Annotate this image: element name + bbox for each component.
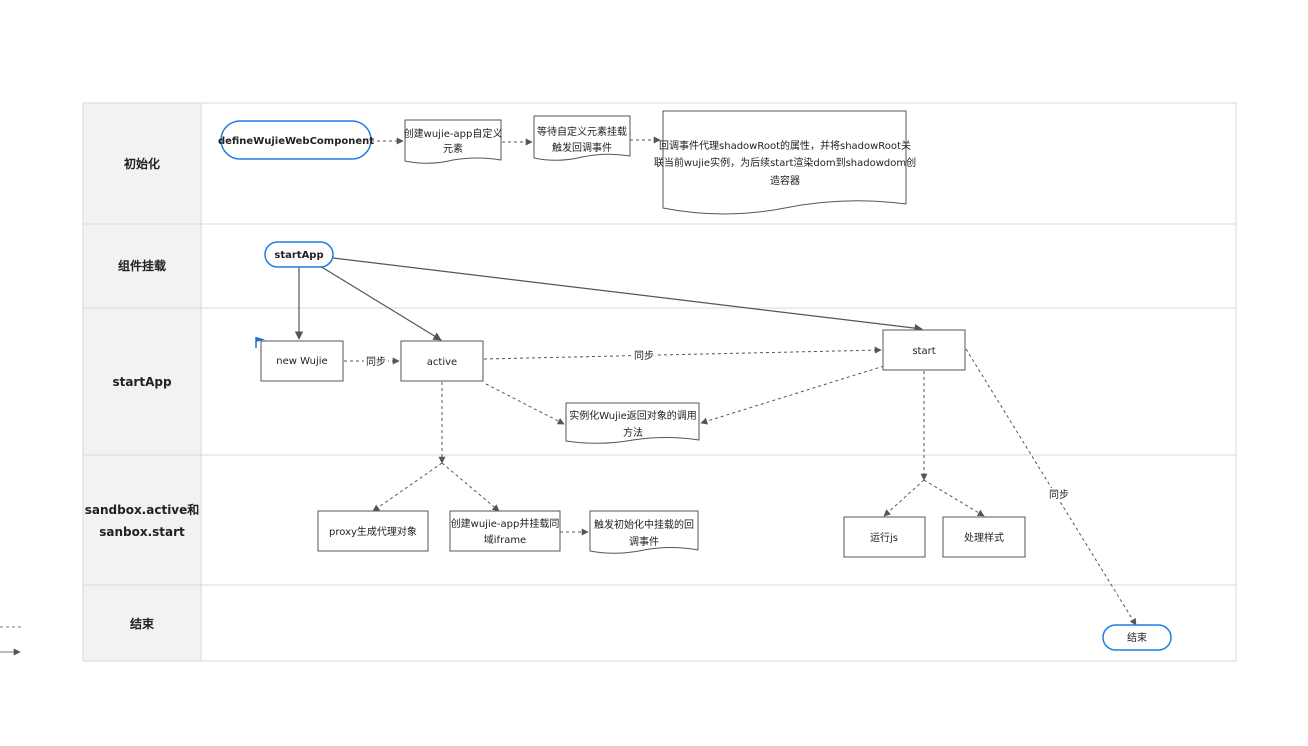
node-new-wujie[interactable]: new Wujie: [255, 337, 344, 382]
node-start-label: start: [912, 346, 935, 357]
node-run-js[interactable]: 运行js: [843, 516, 926, 558]
node-process-styles[interactable]: 处理样式: [942, 516, 1026, 558]
swimlane-grid: [82, 102, 1237, 662]
node-iframe-line2: 域iframe: [484, 533, 526, 546]
node-iframe-line1: 创建wujie-app并挂载同: [451, 517, 560, 530]
node-create-iframe[interactable]: 创建wujie-app并挂载同 域iframe: [449, 510, 561, 552]
lane-title-end: 结束: [130, 616, 155, 631]
legend-fragment: [0, 626, 22, 656]
lane-title-init: 初始化: [124, 156, 160, 171]
node-instance-line1: 实例化Wujie返回对象的调用: [569, 409, 697, 422]
node-startapp[interactable]: startApp: [264, 241, 334, 268]
node-trigger-line2: 调事件: [629, 535, 659, 548]
node-end-label: 结束: [1127, 631, 1147, 644]
node-define-wujie-web-component[interactable]: defineWujieWebComponent: [218, 120, 374, 160]
node-active-label: active: [427, 357, 457, 368]
node-startapp-label: startApp: [274, 250, 323, 261]
lane-title-sandbox-line2: sanbox.start: [99, 525, 185, 539]
flag-icon: [255, 337, 265, 348]
node-create-el-line1: 创建wujie-app自定义: [404, 127, 503, 140]
node-instance-line2: 方法: [623, 426, 643, 439]
node-define-label: defineWujieWebComponent: [218, 136, 374, 147]
node-callback-shadowroot[interactable]: 回调事件代理shadowRoot的属性，并将shadowRoot关 联当前wuj…: [654, 110, 916, 215]
edge-label-sync-start-end: 同步: [1049, 489, 1069, 501]
edge-label-sync-newwujie-active: 同步: [366, 356, 386, 368]
lane-title-sandbox-line1: sandbox.active和: [85, 502, 200, 517]
lane-header-column: [83, 103, 201, 661]
node-create-custom-element[interactable]: 创建wujie-app自定义 元素: [404, 119, 503, 164]
node-wait-line1: 等待自定义元素挂载: [537, 125, 627, 138]
node-wait-line2: 触发回调事件: [552, 141, 612, 154]
node-new-wujie-label: new Wujie: [276, 356, 327, 367]
node-start[interactable]: start: [882, 329, 966, 371]
node-callback-line2: 联当前wujie实例，为后续start渲染dom到shadowdom创: [654, 156, 916, 169]
node-trigger-line1: 触发初始化中挂载的回: [594, 518, 694, 531]
node-instance-methods[interactable]: 实例化Wujie返回对象的调用 方法: [565, 402, 700, 444]
node-trigger-callback[interactable]: 触发初始化中挂载的回 调事件: [589, 510, 699, 554]
node-callback-line1: 回调事件代理shadowRoot的属性，并将shadowRoot关: [659, 139, 911, 152]
node-active[interactable]: active: [400, 340, 484, 382]
node-create-el-line2: 元素: [443, 142, 463, 155]
node-run-js-label: 运行js: [870, 531, 898, 544]
edges: [294, 136, 1137, 626]
node-proxy[interactable]: proxy生成代理对象: [317, 510, 429, 552]
edge-label-sync-active-start: 同步: [634, 350, 654, 362]
node-end[interactable]: 结束: [1102, 624, 1172, 651]
lane-title-startapp: startApp: [112, 375, 172, 389]
node-styles-label: 处理样式: [964, 531, 1004, 544]
lane-title-mount: 组件挂载: [118, 258, 166, 273]
node-wait-mount[interactable]: 等待自定义元素挂载 触发回调事件: [533, 115, 631, 161]
node-proxy-label: proxy生成代理对象: [329, 525, 417, 538]
node-callback-line3: 造容器: [770, 174, 800, 187]
